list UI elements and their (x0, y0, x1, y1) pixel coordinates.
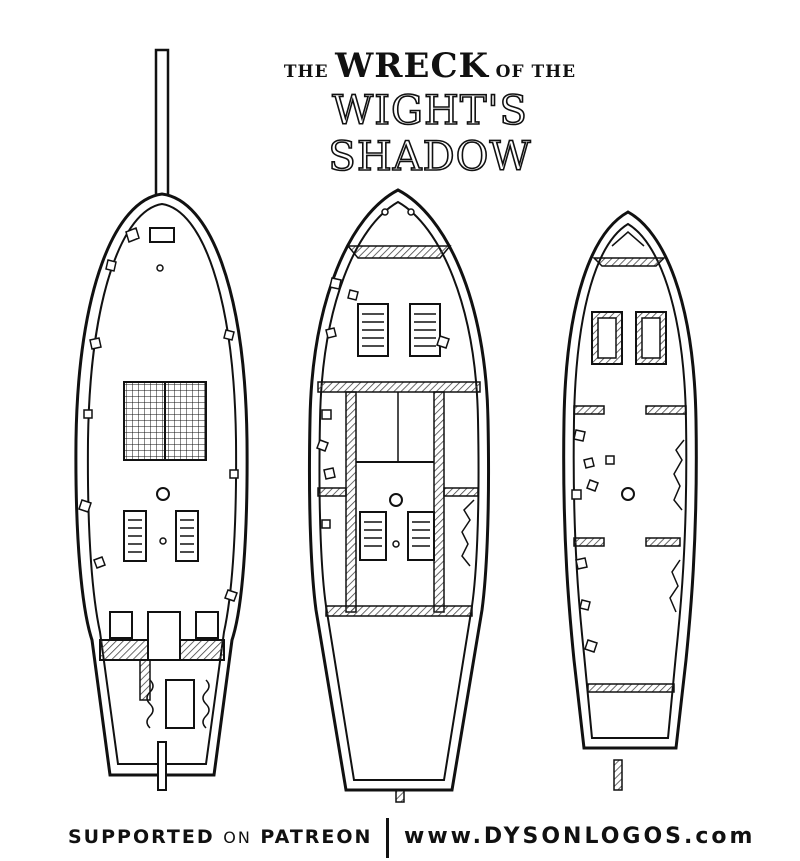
website-url: www.DYSONLOGOS.com (404, 824, 756, 849)
lower-bunks (591, 311, 667, 365)
title-line-2: WIGHT'S SHADOW (328, 87, 532, 181)
footer-divider (386, 818, 389, 858)
on-text: ON (223, 828, 252, 847)
title-line-1: THE WRECK OF THE (240, 46, 620, 86)
upper-stairs-left (123, 510, 147, 562)
patreon-text: PATREON (260, 826, 373, 848)
supported-text: SUPPORTED (68, 826, 215, 848)
patreon-credit: SUPPORTED ON PATREON (68, 826, 372, 848)
mast-base (156, 487, 170, 501)
lower-hold-plan (562, 210, 698, 791)
title-prefix: THE (283, 62, 329, 82)
title-main-word: WRECK (335, 46, 490, 86)
captain-table (165, 679, 195, 729)
middle-deck-plan (307, 188, 491, 803)
middle-stairs (357, 303, 441, 561)
title-suffix: OF THE (495, 62, 577, 82)
footer: SUPPORTED ON PATREON www.DYSONLOGOS.com (0, 818, 800, 858)
upper-deck-plan (74, 48, 249, 791)
map-title: THE WRECK OF THE WIGHT'S SHADOW (240, 46, 620, 181)
upper-stairs-right (175, 510, 199, 562)
